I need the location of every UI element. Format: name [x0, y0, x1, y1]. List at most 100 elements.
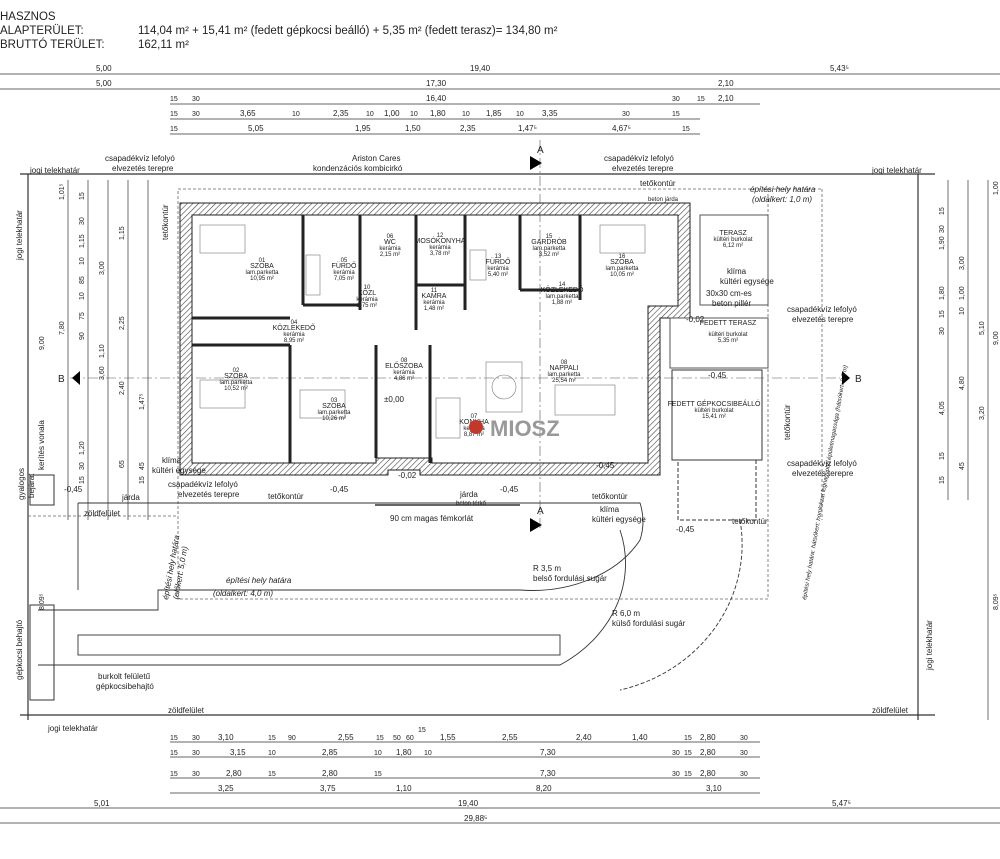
svg-text:jogi telekhatár: jogi telekhatár: [29, 166, 80, 175]
bottom-dims-row5: 5,01 19,40 5,47⁵: [94, 799, 851, 808]
svg-text:7,05 m²: 7,05 m²: [334, 276, 354, 282]
room-label: 14 KÖZLEKEDŐ lam.parketta 1,88 m²: [541, 282, 584, 306]
svg-text:02: 02: [233, 368, 240, 374]
svg-text:1,01⁵: 1,01⁵: [59, 183, 66, 200]
svg-text:3,60: 3,60: [99, 366, 106, 380]
svg-text:15: 15: [684, 750, 692, 757]
svg-text:belső fordulási sugár: belső fordulási sugár: [533, 574, 607, 583]
svg-text:16,40: 16,40: [426, 94, 447, 103]
svg-text:1,80: 1,80: [430, 109, 446, 118]
svg-text:jogi telekhatár: jogi telekhatár: [47, 724, 98, 733]
room-label: 16 SZOBA lam.parketta 10,05 m²: [605, 254, 639, 278]
svg-text:29,88⁵: 29,88⁵: [464, 814, 487, 823]
room-label: FEDETT GÉPKOCSIBEÁLLÓ kültéri burkolat 1…: [668, 399, 761, 420]
svg-text:30: 30: [672, 96, 680, 103]
gross-area-label: BRUTTÓ TERÜLET:: [0, 39, 105, 51]
svg-text:45: 45: [139, 462, 146, 470]
svg-text:kerámia: kerámia: [423, 300, 445, 306]
room-label: 13 FÜRDŐ kerámia 5,40 m²: [486, 254, 511, 278]
interior-walls: [192, 215, 582, 463]
svg-text:R 3,5 m: R 3,5 m: [533, 564, 561, 573]
svg-text:50: 50: [393, 735, 401, 742]
svg-text:lam.parketta: lam.parketta: [317, 410, 351, 416]
svg-text:15: 15: [170, 771, 178, 778]
svg-text:08: 08: [401, 358, 408, 364]
svg-text:2,55: 2,55: [338, 733, 354, 742]
svg-text:R 6,0 m: R 6,0 m: [612, 609, 640, 618]
svg-text:tetőkontúr: tetőkontúr: [732, 517, 768, 526]
svg-text:GARDRÓB: GARDRÓB: [531, 237, 567, 246]
svg-text:15: 15: [672, 111, 680, 118]
svg-text:75: 75: [79, 312, 86, 320]
svg-text:építési hely határa: hátsókert: építési hely határa: hátsókert: homlokza…: [802, 365, 849, 601]
svg-text:15: 15: [684, 735, 692, 742]
svg-text:1,40: 1,40: [632, 733, 648, 742]
svg-text:5,10: 5,10: [979, 321, 986, 335]
svg-text:15: 15: [170, 735, 178, 742]
svg-text:tetőkontúr: tetőkontúr: [640, 179, 676, 188]
svg-text:TERASZ: TERASZ: [719, 230, 747, 237]
svg-text:1,00: 1,00: [959, 286, 966, 300]
svg-text:15: 15: [939, 310, 946, 318]
svg-text:15: 15: [268, 771, 276, 778]
svg-text:B: B: [58, 374, 65, 385]
svg-text:tetőkontúr: tetőkontúr: [161, 204, 170, 240]
svg-text:lam.parketta: lam.parketta: [547, 372, 581, 378]
top-dims-row3: 15 30 16,40 30 15 2,10: [170, 94, 734, 103]
svg-text:15: 15: [418, 727, 426, 734]
svg-text:12: 12: [437, 233, 444, 239]
svg-text:10: 10: [268, 750, 276, 757]
svg-text:kerítés vonala: kerítés vonala: [37, 420, 46, 470]
svg-text:90: 90: [288, 735, 296, 742]
svg-text:8,95 m²: 8,95 m²: [284, 338, 304, 344]
section-markers: A A B B: [58, 145, 862, 532]
svg-text:kerámia: kerámia: [283, 332, 305, 338]
svg-text:2,80: 2,80: [700, 748, 716, 757]
bottom-dims-row3: 15 30 2,80 15 2,80 15 7,30 30 15 2,80 30: [170, 769, 748, 778]
svg-text:2,80: 2,80: [700, 769, 716, 778]
svg-text:13: 13: [495, 254, 502, 260]
svg-text:14: 14: [559, 282, 566, 288]
svg-text:15: 15: [376, 735, 384, 742]
svg-text:30: 30: [192, 735, 200, 742]
room-label: 05 FÜRDŐ kerámia 7,05 m²: [332, 258, 357, 282]
svg-text:beton pillér: beton pillér: [712, 299, 751, 308]
svg-text:2,10: 2,10: [718, 79, 734, 88]
svg-text:8,09⁵: 8,09⁵: [993, 593, 1000, 610]
svg-text:klíma: klíma: [162, 456, 182, 465]
net-area-value: 114,04 m² + 15,41 m² (fedett gépkocsi be…: [138, 25, 558, 37]
svg-text:2,25: 2,25: [119, 316, 126, 330]
svg-text:elvezetés terepre: elvezetés terepre: [112, 164, 174, 173]
svg-text:kerámia: kerámia: [333, 270, 355, 276]
room-label: 15 GARDRÓB lam.parketta 3,52 m²: [531, 234, 567, 258]
top-dimension-lines: [0, 73, 1000, 135]
room-label: 06 WC kerámia 2,15 m²: [379, 234, 401, 258]
svg-text:lam.parketta: lam.parketta: [245, 270, 279, 276]
driveway: [38, 502, 743, 691]
bottom-dims-row2: 15 30 3,15 10 2,85 10 1,80 10 7,30 30 15…: [170, 748, 748, 757]
svg-text:15: 15: [170, 111, 178, 118]
svg-text:3,20: 3,20: [979, 406, 986, 420]
svg-text:30x30 cm-es: 30x30 cm-es: [706, 289, 752, 298]
svg-text:15,41 m²: 15,41 m²: [702, 414, 726, 420]
svg-text:kerámia: kerámia: [379, 246, 401, 252]
svg-text:10: 10: [462, 111, 470, 118]
svg-text:tetőkontúr: tetőkontúr: [783, 404, 792, 440]
svg-text:85: 85: [79, 276, 86, 284]
svg-text:(oldalkert: 1,0 m): (oldalkert: 1,0 m): [752, 195, 812, 204]
svg-text:lam.parketta: lam.parketta: [545, 294, 579, 300]
svg-text:2,35: 2,35: [460, 124, 476, 133]
room-label: 08 ELŐSZOBA kerámia 4,86 m²: [385, 358, 423, 382]
svg-text:gyalogos: gyalogos: [17, 468, 26, 500]
svg-text:15: 15: [374, 771, 382, 778]
svg-text:10: 10: [79, 257, 86, 265]
svg-text:csapadékvíz lefolyó: csapadékvíz lefolyó: [787, 459, 857, 468]
svg-text:-0,45: -0,45: [500, 485, 519, 494]
building-limit-lines: [28, 188, 823, 600]
svg-text:30: 30: [192, 96, 200, 103]
svg-text:15: 15: [939, 476, 946, 484]
svg-text:FEDETT TERASZ: FEDETT TERASZ: [700, 320, 757, 327]
svg-text:9,00: 9,00: [39, 336, 46, 350]
svg-text:5,40 m²: 5,40 m²: [488, 272, 508, 278]
svg-text:30: 30: [740, 750, 748, 757]
